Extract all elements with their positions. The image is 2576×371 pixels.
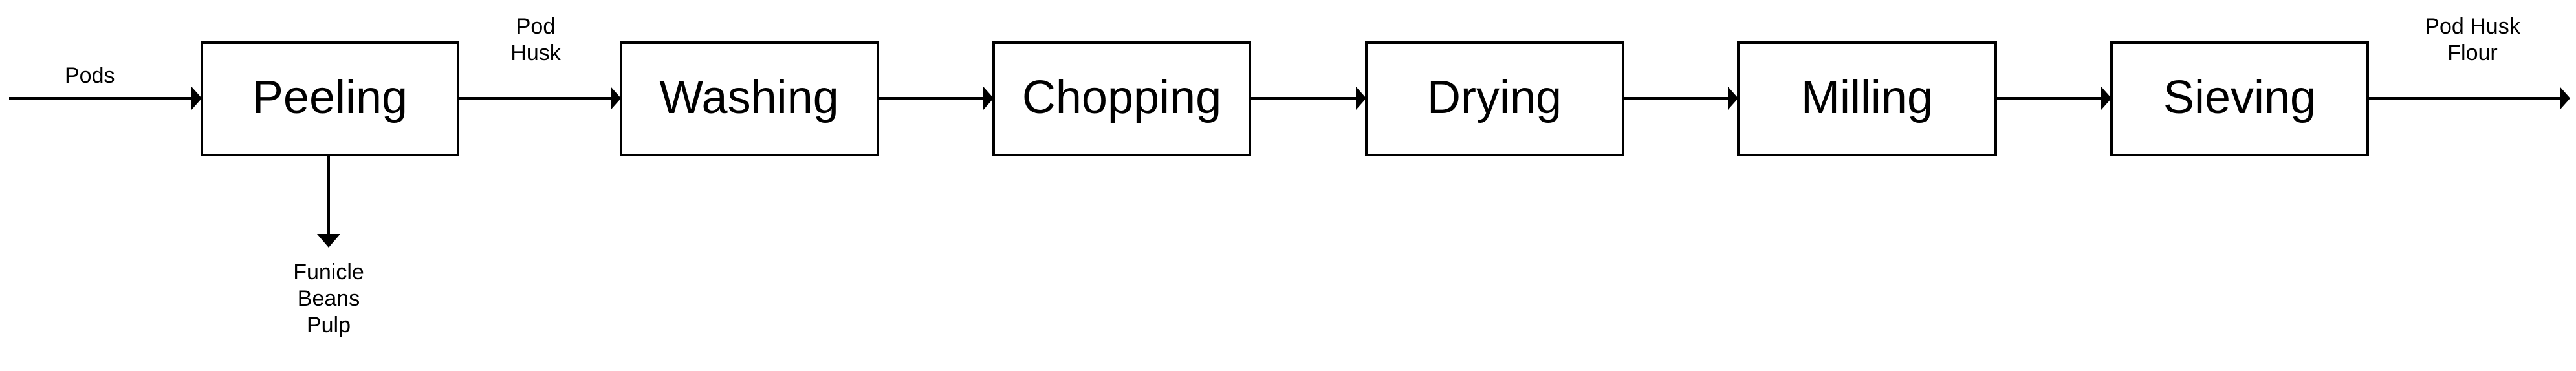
arrowhead-washing-chopping — [983, 87, 994, 110]
flow-label-pod-husk-line1: Pod — [516, 14, 556, 39]
flow-label-byproduct-line2: Beans — [298, 286, 360, 311]
edge-peeling-to-byproduct — [317, 155, 340, 248]
process-box-washing[interactable]: Washing — [620, 41, 879, 156]
flow-label-output-line2: Flour — [2447, 41, 2497, 65]
edge-drying-to-milling — [1623, 87, 1738, 110]
process-box-sieving-label: Sieving — [2163, 72, 2316, 123]
process-box-washing-label: Washing — [659, 72, 838, 123]
edge-chopping-to-drying — [1250, 87, 1366, 110]
edge-milling-to-sieving — [1996, 87, 2112, 110]
process-box-peeling[interactable]: Peeling — [201, 41, 459, 156]
arrowhead-byproduct — [317, 234, 340, 248]
arrowhead-output — [2560, 87, 2570, 110]
flow-label-pod-husk-line2: Husk — [510, 41, 561, 65]
process-box-drying[interactable]: Drying — [1365, 41, 1624, 156]
process-box-washing-rect — [620, 41, 879, 156]
process-box-chopping[interactable]: Chopping — [992, 41, 1251, 156]
process-box-chopping-rect — [992, 41, 1251, 156]
process-box-sieving[interactable]: Sieving — [2110, 41, 2369, 156]
process-box-milling-label: Milling — [1801, 72, 1933, 123]
edge-washing-to-chopping — [878, 87, 994, 110]
flow-label-output-line1: Pod Husk — [2425, 14, 2520, 39]
arrowhead-drying-milling — [1728, 87, 1738, 110]
process-box-chopping-label: Chopping — [1022, 72, 1221, 123]
flow-label-byproduct-line1: Funicle — [293, 260, 364, 284]
flow-label-input: Pods — [65, 63, 115, 88]
process-box-drying-label: Drying — [1427, 72, 1562, 123]
process-box-milling-rect — [1737, 41, 1997, 156]
edge-input-to-peeling — [9, 87, 202, 110]
arrowhead-input — [191, 87, 202, 110]
process-box-sieving-rect — [2110, 41, 2369, 156]
arrowhead-milling-sieving — [2101, 87, 2112, 110]
edge-peeling-to-washing — [458, 87, 621, 110]
edge-sieving-to-output — [2368, 87, 2570, 110]
process-box-milling[interactable]: Milling — [1737, 41, 1997, 156]
flow-label-byproduct-line3: Pulp — [307, 313, 351, 337]
arrowhead-chopping-drying — [1356, 87, 1366, 110]
process-box-peeling-label: Peeling — [252, 72, 408, 123]
arrowhead-peeling-washing — [611, 87, 621, 110]
